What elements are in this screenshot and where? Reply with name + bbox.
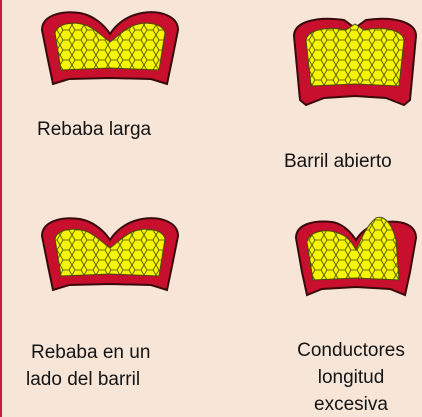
caption-burr-one-side-line2: lado del barril xyxy=(26,369,141,390)
caption-conductors-line3: excesiva xyxy=(314,394,388,415)
caption-open-barrel: Barril abierto xyxy=(284,151,392,172)
left-accent-rule xyxy=(0,0,2,417)
crimp-burr-one-side-illustration xyxy=(40,217,180,292)
crimp-long-burr-illustration xyxy=(40,11,180,86)
caption-conductors-line2: longitud xyxy=(317,367,385,388)
strands-core xyxy=(306,216,400,281)
caption-conductors-line1: Conductores xyxy=(297,340,405,361)
caption-burr-one-side-line1: Rebaba en un xyxy=(31,342,151,363)
strands-core xyxy=(54,22,166,71)
caption-long-burr: Rebaba larga xyxy=(37,119,152,140)
strands-core xyxy=(54,228,166,277)
strands-core xyxy=(305,23,405,87)
crimp-excess-conductor-illustration xyxy=(294,216,418,297)
crimp-open-barrel-illustration xyxy=(292,17,418,107)
